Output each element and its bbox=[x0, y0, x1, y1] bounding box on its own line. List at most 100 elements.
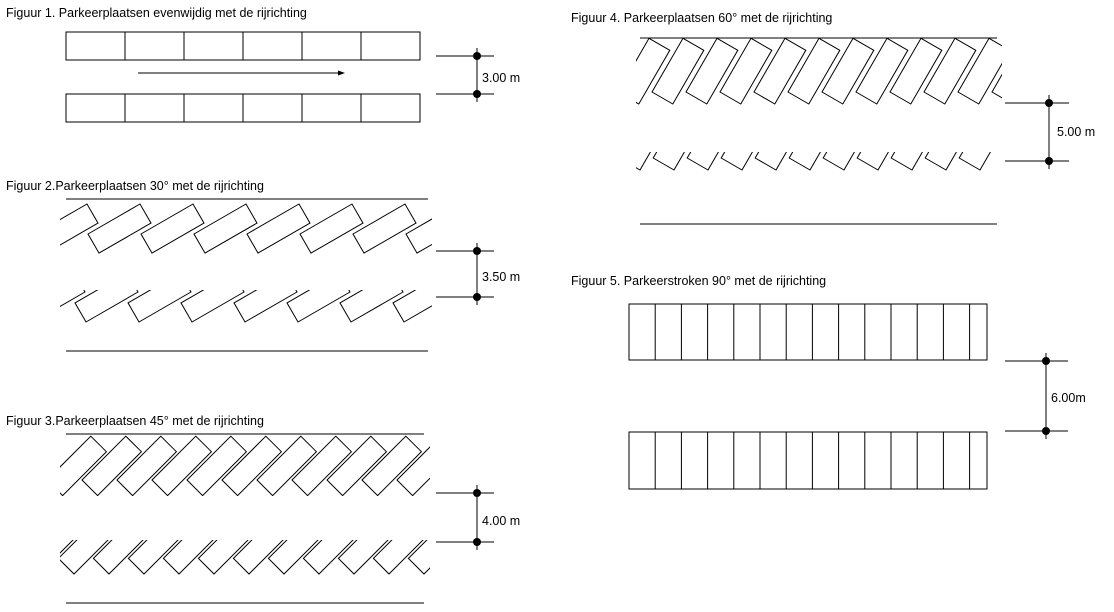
parking-stall bbox=[291, 435, 353, 496]
parking-stall bbox=[753, 38, 807, 105]
parking-stall bbox=[924, 152, 957, 171]
parking-stall bbox=[856, 152, 889, 171]
parking-stall bbox=[754, 152, 787, 171]
parking-stall bbox=[92, 540, 144, 575]
parking-stall bbox=[299, 203, 364, 254]
parking-stall bbox=[957, 38, 1002, 105]
parking-stall bbox=[719, 38, 773, 105]
parking-stall bbox=[636, 152, 651, 171]
stall-row-bottom bbox=[585, 104, 991, 171]
dimension-dot bbox=[473, 52, 481, 60]
parking-stall bbox=[246, 203, 311, 254]
perpendicular-row-bottom bbox=[628, 431, 988, 490]
parking-stall bbox=[889, 38, 943, 105]
figure-1-diagram bbox=[65, 31, 421, 123]
dimension-dot bbox=[1045, 157, 1053, 165]
figure-5-diagram bbox=[628, 303, 988, 490]
stall-row-top bbox=[60, 435, 491, 496]
dimension-label-fig1: 3.00 m bbox=[482, 71, 520, 85]
parking-stall bbox=[392, 290, 432, 323]
parking-stall bbox=[81, 435, 143, 496]
parking-stall bbox=[162, 540, 214, 575]
parking-stall bbox=[396, 446, 430, 496]
parking-stall bbox=[232, 540, 284, 575]
figure-2-diagram bbox=[60, 198, 432, 352]
dimension-dot bbox=[473, 538, 481, 546]
arrow-head bbox=[338, 70, 345, 76]
parking-stall bbox=[60, 435, 108, 496]
parking-stall bbox=[140, 203, 205, 254]
parking-stall bbox=[286, 290, 351, 323]
parking-stall bbox=[636, 38, 671, 105]
parking-stall bbox=[302, 540, 354, 575]
parking-stall bbox=[720, 152, 753, 171]
parking-stall bbox=[256, 435, 318, 496]
parking-stall bbox=[890, 152, 923, 171]
parking-stall bbox=[923, 38, 977, 105]
stall-row-top bbox=[636, 38, 1002, 105]
parking-stall bbox=[339, 290, 404, 323]
parking-stall bbox=[352, 203, 417, 254]
parking-stall bbox=[74, 290, 139, 323]
parking-stall bbox=[60, 290, 86, 308]
dimension-dot bbox=[473, 489, 481, 497]
parking-stall bbox=[326, 435, 388, 496]
figure-4-title: Figuur 4. Parkeerplaatsen 60° met de rij… bbox=[571, 11, 832, 25]
parking-stall bbox=[361, 435, 423, 496]
dimension-markers bbox=[436, 48, 1069, 550]
parking-stall bbox=[991, 73, 1002, 99]
figure-4-diagram bbox=[585, 37, 1002, 225]
parking-stall bbox=[432, 436, 491, 495]
parking-stall bbox=[60, 540, 109, 575]
dimension-dot bbox=[473, 247, 481, 255]
parking-stall bbox=[585, 104, 637, 170]
parking-stall bbox=[407, 540, 430, 575]
parking-stall bbox=[87, 203, 152, 254]
parking-stall bbox=[652, 152, 685, 171]
parking-stall bbox=[405, 218, 432, 254]
parking-stall bbox=[822, 152, 855, 171]
parking-stall bbox=[127, 540, 179, 575]
parking-stall bbox=[193, 203, 258, 254]
parking-stall bbox=[855, 38, 909, 105]
figure-3-diagram bbox=[60, 433, 491, 604]
parking-stall bbox=[337, 540, 389, 575]
dimension-label-fig5: 6.00m bbox=[1051, 391, 1086, 405]
dimension-label-fig3: 4.00 m bbox=[482, 514, 520, 528]
parking-stall bbox=[821, 38, 875, 105]
parking-stall bbox=[116, 435, 178, 496]
perpendicular-row-top bbox=[628, 303, 988, 361]
parking-stall bbox=[372, 540, 424, 575]
parking-stall bbox=[186, 435, 248, 496]
dimension-label-fig4: 5.00 m bbox=[1057, 125, 1095, 139]
dimension-dot bbox=[1042, 357, 1050, 365]
dimension-dot bbox=[1045, 99, 1053, 107]
stall-row-bottom bbox=[60, 290, 432, 323]
parking-stall bbox=[180, 290, 245, 323]
stall-row-bottom bbox=[60, 540, 430, 575]
parking-stall bbox=[127, 290, 192, 323]
figure-5-title: Figuur 5. Parkeerstroken 90° met de rijr… bbox=[571, 274, 826, 288]
parking-stall bbox=[151, 435, 213, 496]
parking-stall bbox=[958, 152, 991, 171]
parking-stall bbox=[221, 435, 283, 496]
parking-stall bbox=[685, 38, 739, 105]
parking-stall bbox=[233, 290, 298, 323]
figure-2-title: Figuur 2.Parkeerplaatsen 30° met de rijr… bbox=[6, 179, 264, 193]
parking-stall bbox=[788, 152, 821, 171]
parking-stall bbox=[787, 38, 841, 105]
parking-stall bbox=[60, 203, 99, 246]
parking-stall bbox=[651, 38, 705, 105]
dimension-dot bbox=[1042, 427, 1050, 435]
parking-stall bbox=[686, 152, 719, 171]
dimension-label-fig2: 3.50 m bbox=[482, 270, 520, 284]
figure-1-title: Figuur 1. Parkeerplaatsen evenwijdig met… bbox=[6, 6, 307, 20]
stall-dividers bbox=[124, 32, 362, 122]
stall-dividers bbox=[654, 304, 971, 489]
stall-row-top bbox=[60, 203, 432, 254]
parking-stall bbox=[197, 540, 249, 575]
parking-stall bbox=[267, 540, 319, 575]
figure-3-title: Figuur 3.Parkeerplaatsen 45° met de rijr… bbox=[6, 414, 264, 428]
parking-stall bbox=[60, 540, 74, 554]
